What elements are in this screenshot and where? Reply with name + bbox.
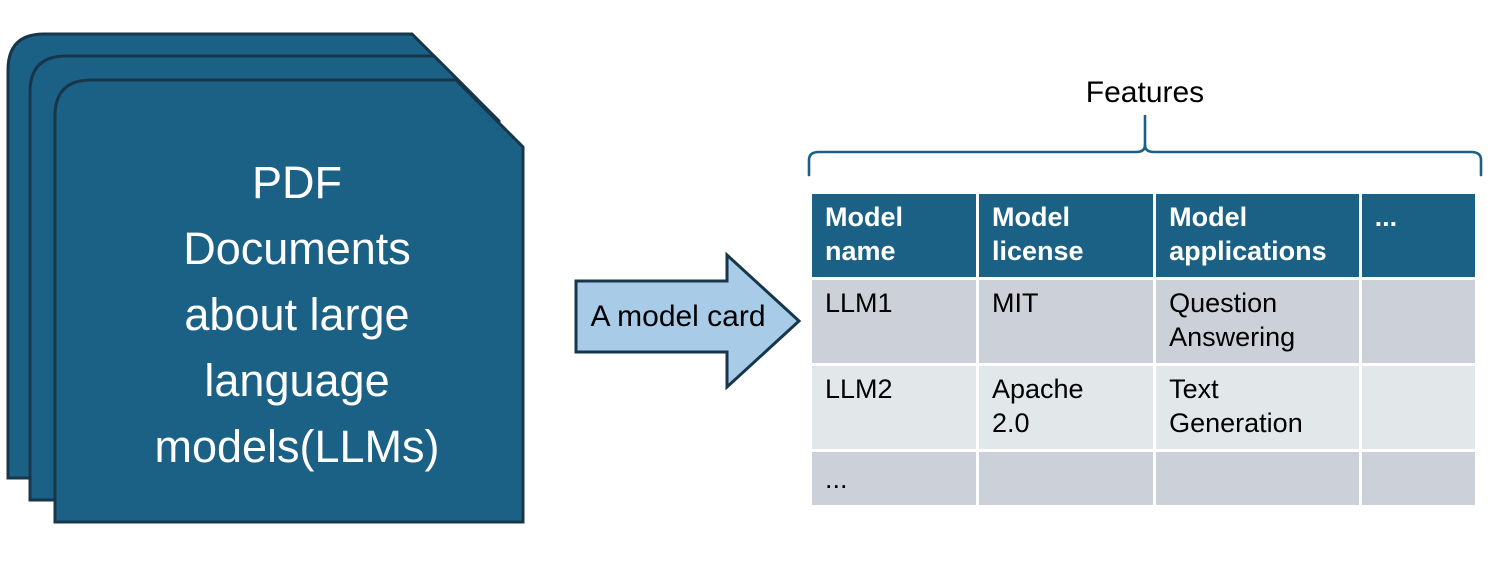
column-header-model-applications: Model applications bbox=[1156, 194, 1359, 277]
cell-more bbox=[1361, 280, 1475, 363]
cell-model-applications bbox=[1156, 452, 1359, 505]
document-stack-shape bbox=[6, 32, 525, 524]
column-header-text: Model license bbox=[992, 202, 1084, 266]
arrow-polygon bbox=[574, 251, 802, 391]
table-row: ... bbox=[812, 452, 1475, 505]
cell-model-name: ... bbox=[812, 452, 976, 505]
cell-text: LLM2 bbox=[825, 374, 893, 404]
column-header-model-license: Model license bbox=[979, 194, 1154, 277]
column-header-text: Model applications bbox=[1169, 202, 1327, 266]
cell-model-license: MIT bbox=[979, 280, 1154, 363]
cell-text: Question Answering bbox=[1169, 288, 1296, 352]
cell-model-name: LLM1 bbox=[812, 280, 976, 363]
cell-model-license: Apache 2.0 bbox=[979, 366, 1154, 449]
cell-text: LLM1 bbox=[825, 288, 893, 318]
pdf-document-stack: PDF Documents about large language model… bbox=[0, 0, 600, 566]
document-layer-front bbox=[53, 78, 525, 524]
cell-model-license bbox=[979, 452, 1154, 505]
cell-text: Text Generation bbox=[1169, 374, 1303, 438]
cell-model-name: LLM2 bbox=[812, 366, 976, 449]
cell-text: MIT bbox=[992, 288, 1039, 318]
cell-text: ... bbox=[825, 463, 848, 494]
table-row: LLM2 Apache 2.0 Text Generation bbox=[812, 366, 1475, 449]
cell-more bbox=[1361, 452, 1475, 505]
cell-more bbox=[1361, 366, 1475, 449]
column-header-text: Model name bbox=[825, 202, 903, 266]
column-header-model-name: Model name bbox=[812, 194, 976, 277]
table-header-row: Model name Model license Model applicati… bbox=[812, 194, 1475, 277]
arrow-label-text: A model card bbox=[590, 299, 766, 333]
pdf-documents-label: PDF Documents about large language model… bbox=[154, 157, 440, 472]
model-card-table: Model name Model license Model applicati… bbox=[809, 191, 1478, 508]
model-card-arrow: A model card bbox=[570, 250, 805, 392]
cell-model-applications: Question Answering bbox=[1156, 280, 1359, 363]
features-brace-shape bbox=[807, 115, 1483, 177]
features-annotation: Features bbox=[795, 62, 1495, 192]
table-row: LLM1 MIT Question Answering bbox=[812, 280, 1475, 363]
brace-curve bbox=[807, 143, 1483, 177]
column-header-more: ... bbox=[1361, 194, 1475, 277]
cell-text: Apache 2.0 bbox=[992, 374, 1084, 438]
arrow-shape bbox=[574, 251, 802, 391]
cell-model-applications: Text Generation bbox=[1156, 366, 1359, 449]
column-header-text: ... bbox=[1374, 202, 1398, 232]
features-label-text: Features bbox=[1085, 76, 1205, 109]
